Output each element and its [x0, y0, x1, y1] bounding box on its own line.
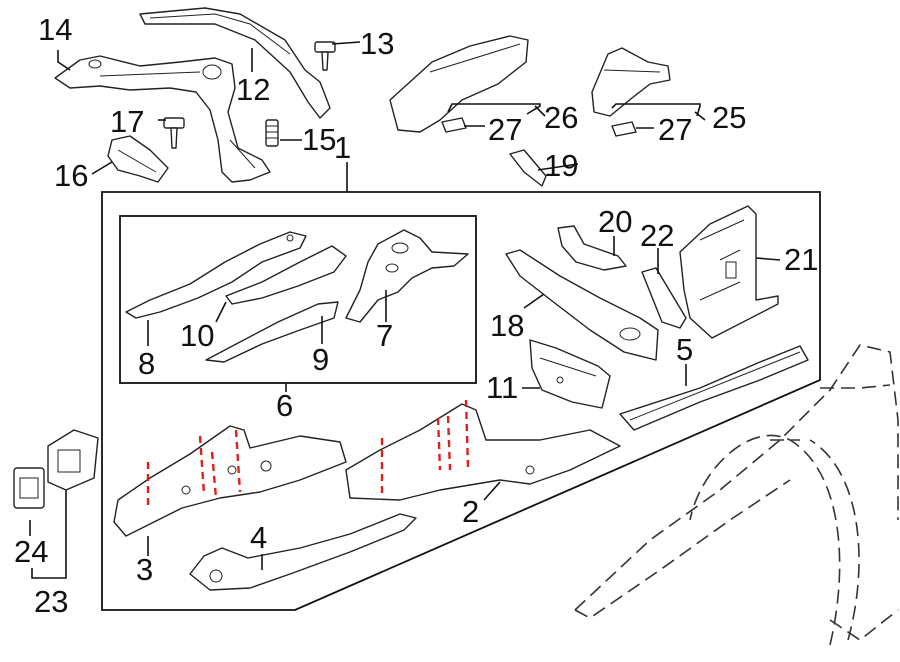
part-7-tower	[345, 229, 469, 323]
callout-labels: 1 2 3 4 5 6 7 8 9 10 11 12 13 14 15 16 1…	[14, 12, 818, 619]
callout-18: 18	[490, 308, 524, 343]
callout-1: 1	[334, 130, 351, 165]
callout-3: 3	[136, 552, 153, 587]
callout-14: 14	[38, 12, 72, 47]
part-17-bolt	[163, 117, 185, 149]
callout-11: 11	[486, 370, 518, 405]
part-4-rail	[189, 513, 417, 591]
callout-26: 26	[544, 100, 578, 135]
callout-25: 25	[712, 100, 746, 135]
part-20-bracket	[557, 225, 627, 271]
callout-22: 22	[640, 218, 674, 253]
part-21-panel	[679, 205, 779, 339]
part-3-rail	[113, 425, 347, 537]
callout-27a: 27	[488, 112, 522, 147]
part-2-rail	[345, 399, 621, 501]
callout-12: 12	[236, 72, 270, 107]
callout-6: 6	[276, 388, 293, 423]
part-10-rail	[225, 245, 347, 305]
part-14-upper-apron	[54, 55, 271, 183]
callout-21: 21	[784, 242, 818, 277]
callout-23: 23	[34, 584, 68, 619]
part-19-bracket	[509, 149, 547, 187]
leader-lines	[29, 41, 781, 579]
callout-9: 9	[312, 342, 329, 377]
part-22-plate	[641, 267, 687, 329]
part-13-bolt	[314, 41, 336, 71]
callout-4: 4	[250, 520, 267, 555]
part-18-rail	[505, 249, 659, 361]
callout-8: 8	[138, 346, 155, 381]
callout-15: 15	[302, 122, 336, 157]
part-23-bracket	[47, 429, 99, 491]
callout-17: 17	[110, 104, 144, 139]
part-8-rail	[125, 231, 307, 319]
subassembly-box	[119, 215, 477, 384]
part-15-bolt	[265, 119, 279, 147]
callout-27b: 27	[658, 112, 692, 147]
part-26-shield	[389, 35, 529, 133]
part-12-side-rail	[139, 7, 331, 119]
callout-2: 2	[462, 494, 479, 529]
callout-24: 24	[14, 534, 48, 569]
part-5-sill	[619, 345, 809, 431]
part-11-bracket	[529, 339, 611, 409]
part-27-clips	[441, 117, 637, 137]
part-16-bracket	[107, 135, 169, 183]
callout-20: 20	[598, 204, 632, 239]
assembly-frame	[101, 191, 821, 611]
callout-13: 13	[360, 26, 394, 61]
callout-7: 7	[376, 318, 393, 353]
part-9-rail	[205, 301, 339, 363]
fender-ghost	[574, 344, 899, 646]
callout-5: 5	[676, 332, 693, 367]
callout-16: 16	[54, 158, 88, 193]
callout-10: 10	[180, 318, 214, 353]
part-25-shield	[591, 47, 671, 117]
callout-19: 19	[544, 148, 578, 183]
part-24-bracket	[13, 467, 45, 509]
